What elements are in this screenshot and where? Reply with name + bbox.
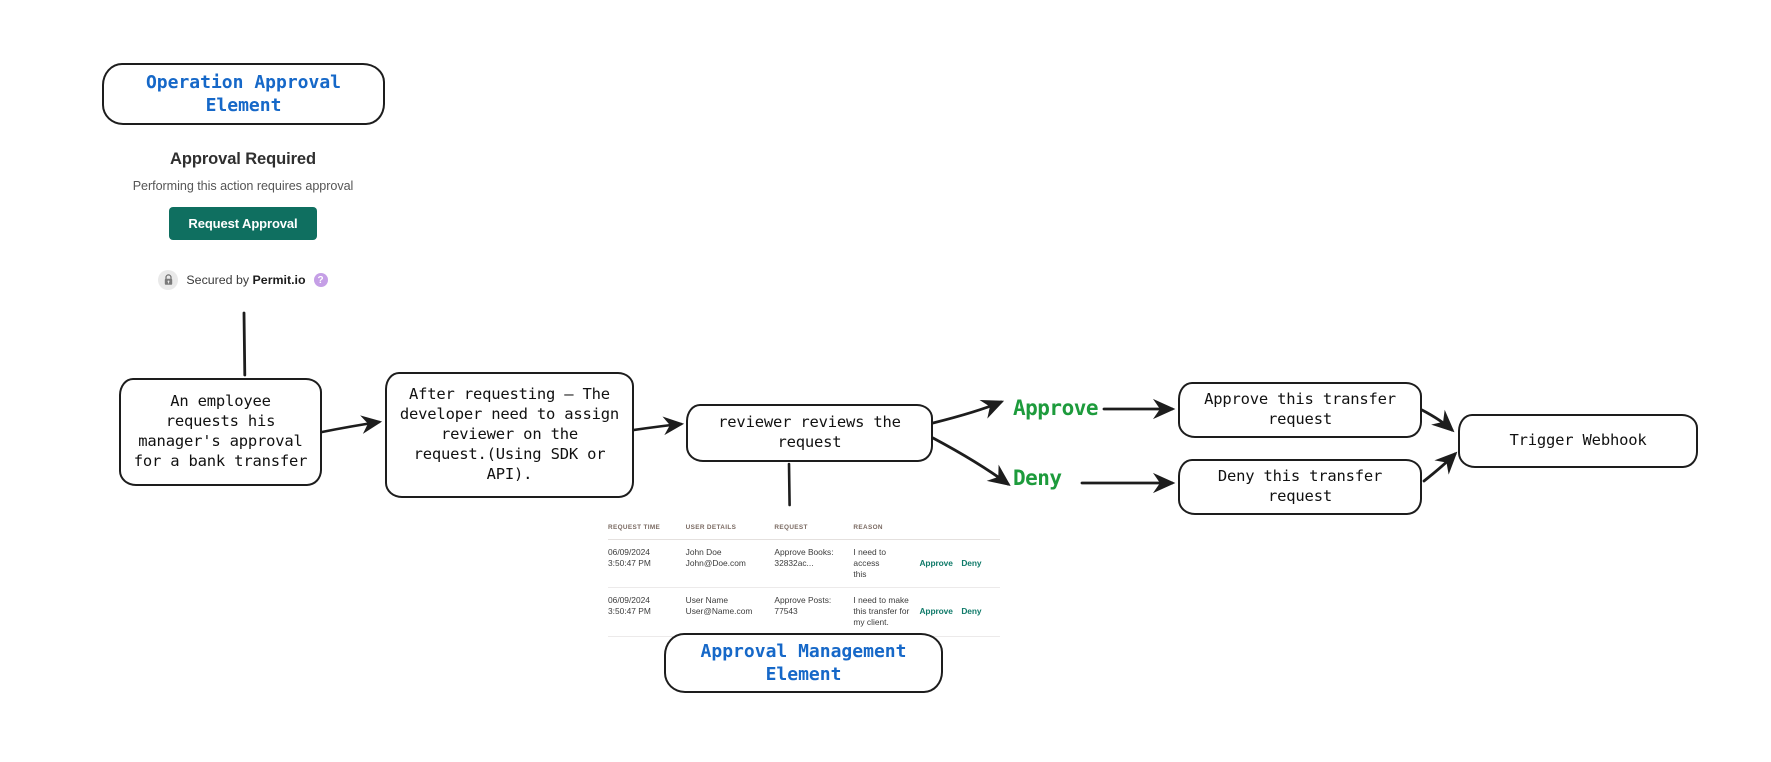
help-icon[interactable]: ? [313, 273, 328, 287]
approval-required-subtitle: Performing this action requires approval [132, 179, 354, 193]
connector-approve-to-webhook [1420, 408, 1455, 433]
cell-reason: I need to make this transfer for my clie… [853, 587, 920, 637]
connector-step3-approve [931, 400, 1005, 425]
cell-deny-action: Deny [961, 587, 1000, 637]
column-header-request: REQUEST [774, 524, 854, 540]
table-header-row: REQUEST TIME USER DETAILS REQUEST REASON [608, 524, 1000, 540]
cell-user-details: John Doe John@Doe.com [685, 539, 775, 589]
flow-step-reviewer-reviews: reviewer reviews the request [686, 404, 933, 462]
flow-step-employee-request: An employee requests his manager's appro… [119, 378, 322, 486]
table-row: 06/09/2024 3:50:47 PM User Name User@Nam… [608, 587, 1000, 637]
connector-step3-to-table [787, 462, 791, 507]
flow-box-deny-transfer: Deny this transfer request [1178, 459, 1422, 515]
column-header-user-details: USER DETAILS [685, 524, 775, 540]
connector-step1-step2 [320, 415, 383, 434]
secured-by-prefix: Secured by [186, 273, 253, 287]
cell-request-time: 06/09/2024 3:50:47 PM [608, 539, 686, 589]
table-row: 06/09/2024 3:50:47 PM John Doe John@Doe.… [608, 539, 1000, 589]
cell-approve-action: Approve [919, 539, 962, 589]
cell-request: Approve Books: 32832ac... [774, 539, 854, 589]
approval-requests-table: REQUEST TIME USER DETAILS REQUEST REASON… [608, 524, 1000, 637]
cell-request: Approve Posts: 77543 [774, 587, 854, 637]
flow-box-trigger-webhook: Trigger Webhook [1458, 414, 1698, 468]
cell-reason: I need to access this [853, 539, 920, 589]
column-header-request-time: REQUEST TIME [608, 524, 686, 540]
connector-step3-deny [931, 436, 1011, 486]
column-header-reason: REASON [853, 524, 920, 540]
connector-deny-to-webhook [1422, 451, 1458, 483]
column-header-deny-action [961, 524, 1000, 540]
row-deny-link[interactable]: Deny [961, 606, 982, 617]
secured-by-row: Secured by Permit.io ? [118, 270, 368, 290]
operation-approval-element-label: Operation Approval Element [102, 63, 385, 125]
flow-box-approve-transfer: Approve this transfer request [1178, 382, 1422, 438]
secured-by-text: Secured by Permit.io [186, 273, 305, 287]
approval-management-element-label: Approval Management Element [664, 633, 943, 693]
branch-label-approve: Approve [1013, 396, 1099, 420]
column-header-approve-action [919, 524, 962, 540]
request-approval-button[interactable]: Request Approval [169, 207, 317, 240]
connector-step2-step3 [632, 416, 685, 436]
cell-deny-action: Deny [961, 539, 1000, 589]
row-approve-link[interactable]: Approve [919, 558, 953, 569]
cell-request-time: 06/09/2024 3:50:47 PM [608, 587, 686, 637]
row-approve-link[interactable]: Approve [919, 606, 953, 617]
cell-approve-action: Approve [919, 587, 962, 637]
connector-element-to-step1 [242, 311, 247, 377]
row-deny-link[interactable]: Deny [961, 558, 982, 569]
approval-required-title: Approval Required [170, 150, 316, 168]
permit-brand-name: Permit.io [252, 273, 306, 287]
cell-user-details: User Name User@Name.com [685, 587, 775, 637]
flow-step-assign-reviewer: After requesting — The developer need to… [385, 372, 634, 498]
approval-element-card: Approval Required Performing this action… [118, 150, 368, 290]
branch-label-deny: Deny [1013, 466, 1062, 490]
lock-icon [158, 270, 179, 290]
